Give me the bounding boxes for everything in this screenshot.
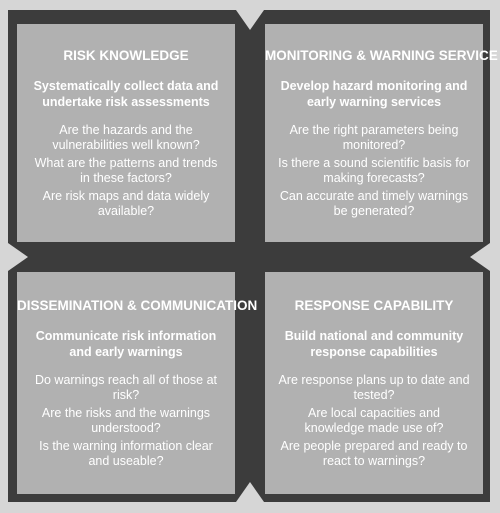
notch-bottom: [236, 482, 264, 502]
question-list: Are the hazards and the vulnerabilities …: [29, 123, 223, 222]
question-item: What are the patterns and trends in thes…: [34, 156, 218, 185]
question-list: Are response plans up to date and tested…: [277, 373, 471, 472]
question-item: Are people prepared and ready to react t…: [280, 439, 468, 468]
question-item: Are local capacities and knowledge made …: [304, 406, 444, 435]
quadrant-title: MONITORING & WARNING SERVICE: [265, 48, 498, 63]
quadrant-response-capability: RESPONSE CAPABILITY Build national and c…: [265, 272, 483, 494]
quadrant-title: RESPONSE CAPABILITY: [294, 298, 454, 313]
question-list: Are the right parameters being monitored…: [277, 123, 471, 222]
quadrant-subtitle: Communicate risk information and early w…: [35, 329, 217, 359]
question-item: Is there a sound scientific basis for ma…: [278, 156, 470, 185]
quadrant-dissemination-communication: DISSEMINATION & COMMUNICATION Communicat…: [17, 272, 258, 494]
question-list: Do warnings reach all of those at risk? …: [29, 373, 223, 472]
question-item: Can accurate and timely warnings be gene…: [279, 189, 469, 218]
question-item: Are the risks and the warnings understoo…: [41, 406, 211, 435]
question-item: Do warnings reach all of those at risk?: [34, 373, 218, 402]
quadrant-subtitle: Build national and community response ca…: [284, 329, 464, 359]
question-item: Are the right parameters being monitored…: [289, 123, 459, 152]
quadrant-monitoring-warning-service: MONITORING & WARNING SERVICE Develop haz…: [265, 24, 498, 242]
quadrant-title: DISSEMINATION & COMMUNICATION: [17, 298, 258, 313]
question-item: Are the hazards and the vulnerabilities …: [52, 123, 200, 152]
notch-top: [236, 10, 264, 30]
question-item: Is the warning information clear and use…: [39, 439, 213, 468]
question-item: Are risk maps and data widely available?: [42, 189, 210, 218]
quadrant-risk-knowledge: RISK KNOWLEDGE Systematically collect da…: [17, 24, 235, 242]
quadrant-subtitle: Develop hazard monitoring and early warn…: [280, 79, 468, 109]
quadrant-title: RISK KNOWLEDGE: [63, 48, 189, 63]
question-item: Are response plans up to date and tested…: [278, 373, 470, 402]
notch-right: [470, 243, 490, 271]
quadrant-subtitle: Systematically collect data and undertak…: [33, 79, 219, 109]
notch-left: [8, 243, 28, 271]
